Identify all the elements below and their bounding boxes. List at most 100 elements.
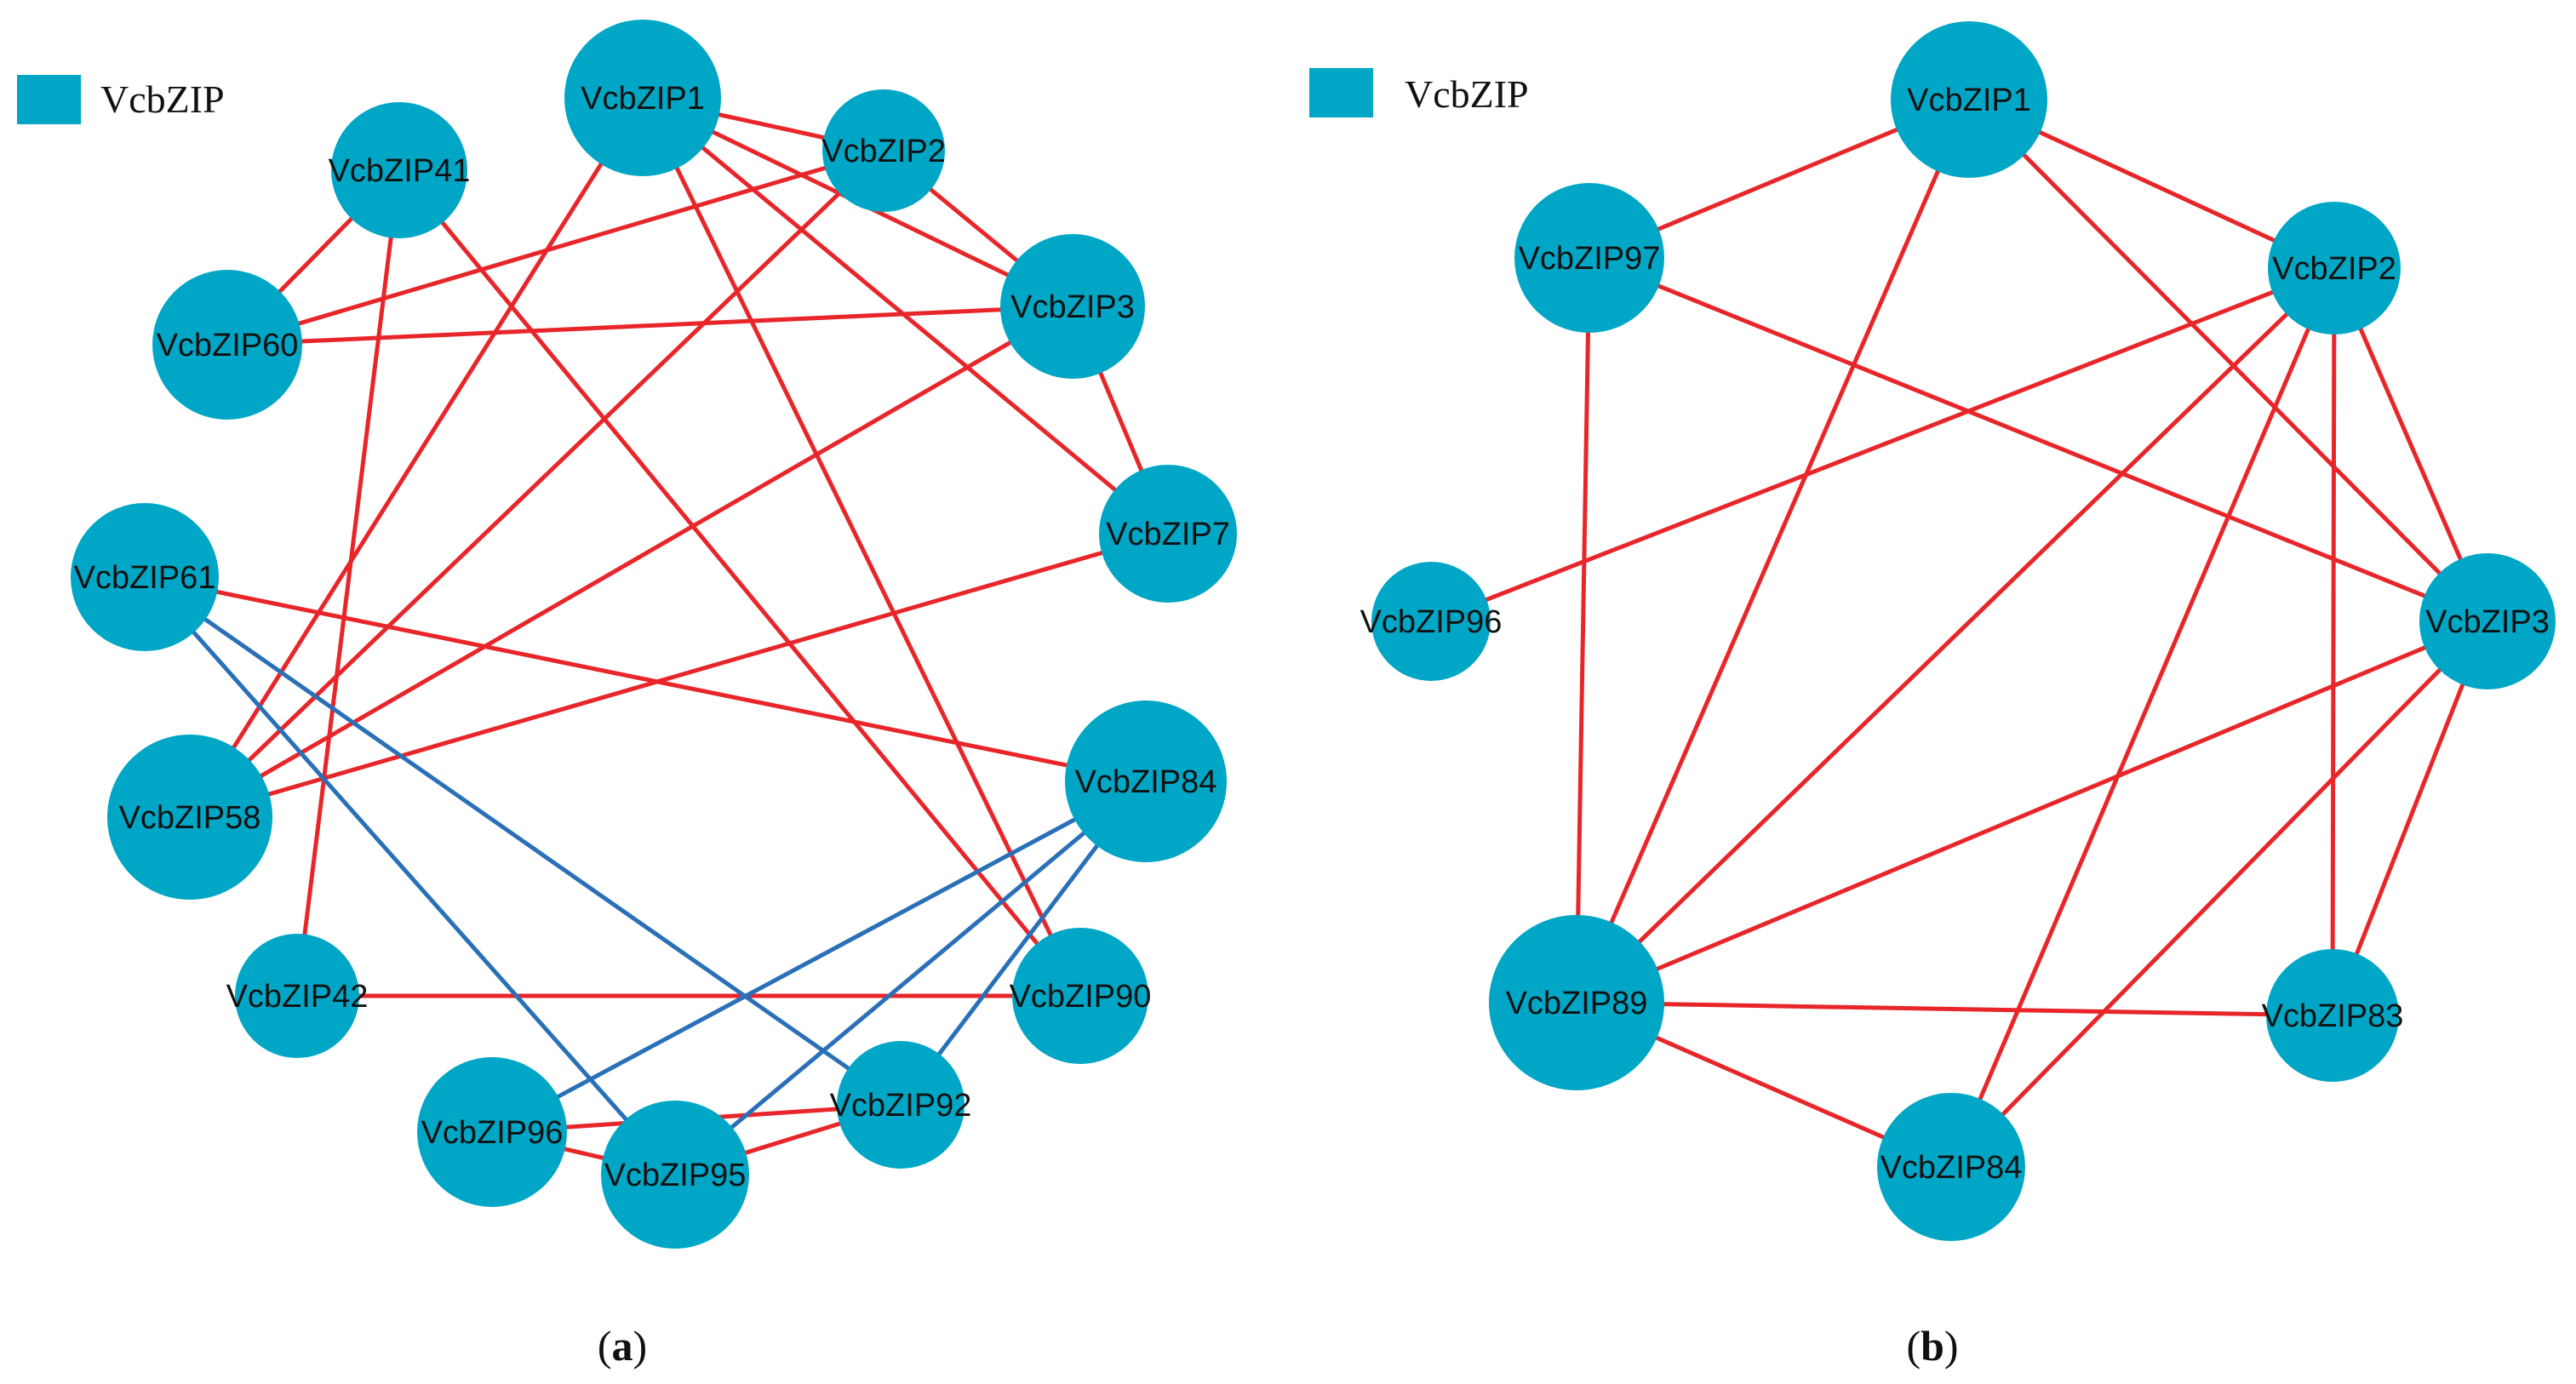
- caption-close: ): [1944, 1322, 1959, 1370]
- node-layer: VcbZIP1VcbZIP2VcbZIP3VcbZIP7VcbZIP41VcbZ…: [71, 20, 1237, 1249]
- node-vcbzip97: VcbZIP97: [1514, 183, 1664, 333]
- edge-vcbzip61-vcbzip95: [143, 575, 677, 1176]
- node-circle: [417, 1057, 567, 1207]
- node-label: VcbZIP97: [1519, 241, 1661, 277]
- node-circle: [837, 1041, 965, 1169]
- node-label: VcbZIP60: [157, 328, 299, 363]
- node-vcbzip42: VcbZIP42: [226, 934, 369, 1058]
- node-vcbzip1: VcbZIP1: [1891, 21, 2047, 178]
- edge-vcbzip97-vcbzip3: [1589, 255, 2488, 624]
- edge-vcbzip2-vcbzip58: [188, 149, 885, 819]
- node-vcbzip84: VcbZIP84: [1877, 1093, 2025, 1241]
- edge-vcbzip41-vcbzip42: [295, 169, 402, 997]
- caption-open: (: [1906, 1322, 1921, 1370]
- edge-vcbzip3-vcbzip60: [226, 304, 1073, 347]
- node-vcbzip60: VcbZIP60: [152, 270, 302, 420]
- edge-vcbzip61-vcbzip92: [143, 575, 902, 1107]
- node-vcbzip2: VcbZIP2: [821, 89, 946, 212]
- node-circle: [1012, 928, 1148, 1064]
- node-label: VcbZIP3: [1010, 289, 1135, 325]
- node-vcbzip95: VcbZIP95: [601, 1101, 749, 1249]
- edge-vcbzip2-vcbzip60: [226, 148, 884, 347]
- edge-vcbzip3-vcbzip84: [1949, 620, 2489, 1169]
- node-circle: [1065, 701, 1227, 862]
- node-circle: [822, 89, 945, 212]
- node-circle: [1371, 562, 1491, 681]
- node-vcbzip3: VcbZIP3: [2419, 553, 2556, 689]
- node-vcbzip7: VcbZIP7: [1099, 465, 1237, 603]
- node-label: VcbZIP1: [1907, 83, 2031, 118]
- edge-vcbzip3-vcbzip58: [188, 304, 1074, 820]
- node-label: VcbZIP41: [329, 153, 471, 189]
- node-label: VcbZIP7: [1106, 517, 1230, 552]
- edge-vcbzip2-vcbzip83: [2330, 267, 2337, 1016]
- edge-vcbzip1-vcbzip89: [1574, 99, 1972, 1004]
- node-circle: [2419, 553, 2556, 689]
- edge-vcbzip1-vcbzip90: [640, 96, 1083, 998]
- node-circle: [107, 735, 272, 900]
- node-circle: [1514, 183, 1664, 333]
- node-vcbzip58: VcbZIP58: [107, 735, 272, 900]
- edge-layer: [1430, 97, 2490, 1170]
- node-vcbzip96: VcbZIP96: [1360, 562, 1503, 681]
- node-label: VcbZIP61: [74, 560, 216, 596]
- node-vcbzip2: VcbZIP2: [2268, 202, 2401, 335]
- node-label: VcbZIP96: [1360, 604, 1503, 640]
- edge-vcbzip84-vcbzip95: [673, 780, 1148, 1176]
- node-vcbzip89: VcbZIP89: [1489, 915, 1664, 1090]
- caption-letter: b: [1921, 1322, 1944, 1370]
- node-label: VcbZIP89: [1506, 986, 1648, 1021]
- node-circle: [564, 20, 721, 176]
- edge-vcbzip1-vcbzip58: [187, 96, 645, 819]
- network-panel-a: VcbZIP VcbZIP1VcbZIP2VcbZIP3VcbZIP7VcbZI…: [17, 20, 1237, 1370]
- node-circle: [152, 270, 302, 420]
- node-vcbzip84: VcbZIP84: [1065, 701, 1227, 862]
- node-label: VcbZIP92: [830, 1088, 972, 1124]
- node-circle: [71, 503, 219, 651]
- node-vcbzip96: VcbZIP96: [417, 1057, 567, 1207]
- node-label: VcbZIP42: [226, 979, 369, 1015]
- node-vcbzip41: VcbZIP41: [329, 102, 471, 238]
- node-circle: [1891, 21, 2047, 178]
- node-circle: [601, 1101, 749, 1249]
- node-label: VcbZIP58: [119, 800, 261, 836]
- legend-label: VcbZIP: [1405, 72, 1529, 116]
- node-vcbzip90: VcbZIP90: [1010, 928, 1152, 1064]
- node-circle: [235, 934, 359, 1058]
- node-label: VcbZIP2: [821, 134, 946, 169]
- edge-vcbzip1-vcbzip3: [1967, 98, 2489, 623]
- node-circle: [1099, 465, 1237, 603]
- legend-swatch: [1309, 68, 1373, 117]
- node-label: VcbZIP84: [1075, 764, 1217, 800]
- node-circle: [1000, 234, 1145, 379]
- node-circle: [2266, 949, 2399, 1082]
- node-circle: [1489, 915, 1664, 1090]
- edge-vcbzip61-vcbzip84: [144, 575, 1147, 784]
- edge-vcbzip3-vcbzip83: [2330, 621, 2490, 1016]
- node-label: VcbZIP3: [2425, 604, 2550, 640]
- edge-vcbzip2-vcbzip96: [1430, 266, 2335, 624]
- node-label: VcbZIP2: [2272, 251, 2396, 287]
- node-label: VcbZIP83: [2262, 998, 2404, 1034]
- legend-label: VcbZIP: [100, 77, 225, 121]
- node-vcbzip92: VcbZIP92: [830, 1041, 972, 1169]
- node-label: VcbZIP95: [604, 1158, 747, 1193]
- edge-vcbzip2-vcbzip89: [1575, 266, 2336, 1004]
- node-label: VcbZIP84: [1880, 1150, 2023, 1186]
- panel-caption: (a): [598, 1322, 647, 1370]
- caption-close: ): [633, 1322, 648, 1370]
- edge-vcbzip89-vcbzip83: [1576, 1000, 2333, 1018]
- node-label: VcbZIP1: [581, 81, 705, 117]
- edge-vcbzip97-vcbzip89: [1574, 257, 1592, 1004]
- caption-letter: a: [612, 1322, 633, 1370]
- node-label: VcbZIP90: [1010, 979, 1152, 1015]
- edge-vcbzip7-vcbzip58: [189, 531, 1169, 820]
- edge-vcbzip41-vcbzip90: [398, 169, 1082, 998]
- node-vcbzip1: VcbZIP1: [564, 20, 721, 176]
- edge-vcbzip2-vcbzip84: [1949, 267, 2337, 1168]
- node-vcbzip3: VcbZIP3: [1000, 234, 1145, 379]
- caption-open: (: [598, 1322, 612, 1370]
- node-label: VcbZIP96: [421, 1115, 564, 1151]
